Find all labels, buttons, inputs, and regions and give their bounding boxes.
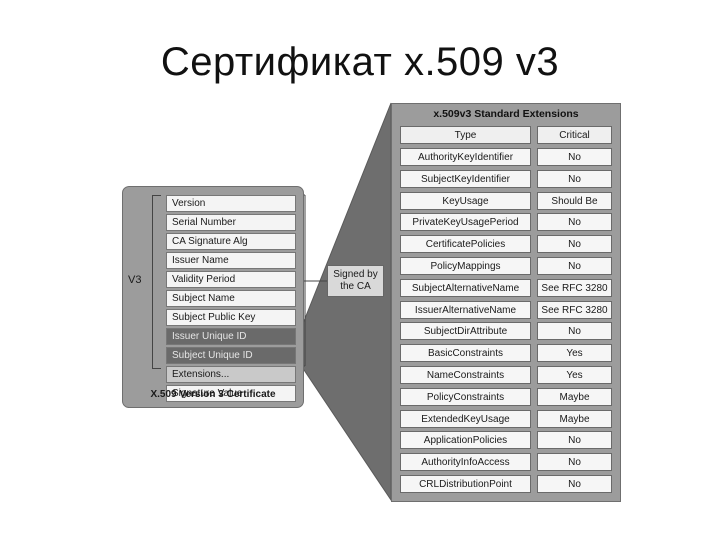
extension-critical: Maybe [537,387,612,406]
extension-critical: No [537,148,612,166]
certificate-fields: Version Serial Number CA Signature Alg I… [166,195,296,404]
cert-field-version: Version [166,195,296,212]
certificate-panel: Version Serial Number CA Signature Alg I… [122,186,304,408]
extension-row: AuthorityKeyIdentifier No [400,148,614,166]
slide-title: Сертификат x.509 v3 [160,40,560,84]
cert-field-serial-number: Serial Number [166,214,296,231]
v3-bracket [152,195,161,369]
extension-row: PolicyConstraints Maybe [400,387,614,406]
extension-type: AuthorityInfoAccess [400,453,531,472]
extension-row: ExtendedKeyUsage Maybe [400,409,614,428]
extension-row: IssuerAlternativeName See RFC 3280 [400,300,614,319]
extension-type: SubjectKeyIdentifier [400,169,531,188]
extension-type: SubjectDirAttribute [400,322,531,341]
extension-critical: See RFC 3280 [537,300,612,319]
extension-type: ApplicationPolicies [400,431,531,450]
extensions-panel: x.509v3 Standard Extensions Type Critica… [391,103,621,502]
extension-critical: No [537,322,612,341]
cert-field-issuer-unique-id: Issuer Unique ID [166,328,296,345]
extension-row: KeyUsage Should Be [400,191,614,210]
extension-type: PolicyMappings [400,257,531,275]
extension-critical: No [537,453,612,472]
extension-critical: See RFC 3280 [537,278,612,297]
signed-by-ca-box: Signed by the CA [327,265,384,297]
extension-type: ExtendedKeyUsage [400,409,531,428]
extensions-header: Type Critical [400,126,614,144]
cert-field-validity-period: Validity Period [166,271,296,288]
header-critical: Critical [537,126,612,144]
cert-field-subject-public-key: Subject Public Key [166,309,296,326]
extension-row: NameConstraints Yes [400,366,614,384]
extension-critical: No [537,257,612,275]
extension-critical: Should Be [537,191,612,210]
header-type: Type [400,126,531,144]
v3-label: V3 [128,274,142,286]
cert-field-signature-value: Signature Value [166,385,296,402]
extension-row: BasicConstraints Yes [400,344,614,363]
extension-type: CRLDistributionPoint [400,475,531,493]
certificate-caption: X.509 Version 3 Certificate [150,389,276,400]
extension-type: PrivateKeyUsagePeriod [400,213,531,232]
extension-row: SubjectDirAttribute No [400,322,614,341]
extension-row: SubjectAlternativeName See RFC 3280 [400,278,614,297]
extension-critical: No [537,169,612,188]
extension-type: BasicConstraints [400,344,531,363]
extension-row: PrivateKeyUsagePeriod No [400,213,614,232]
extension-type: IssuerAlternativeName [400,300,531,319]
cert-field-subject-name: Subject Name [166,290,296,307]
extension-critical: Maybe [537,409,612,428]
extension-type: AuthorityKeyIdentifier [400,148,531,166]
cert-field-ca-signature-alg: CA Signature Alg [166,233,296,250]
extension-critical: No [537,235,612,254]
cert-field-extensions: Extensions... [166,366,296,383]
cert-field-issuer-name: Issuer Name [166,252,296,269]
extension-row: PolicyMappings No [400,257,614,275]
extension-row: CertificatePolicies No [400,235,614,254]
extension-critical: Yes [537,366,612,384]
extension-critical: Yes [537,344,612,363]
extension-type: CertificatePolicies [400,235,531,254]
extension-row: AuthorityInfoAccess No [400,453,614,472]
extension-type: NameConstraints [400,366,531,384]
extension-row: SubjectKeyIdentifier No [400,169,614,188]
extensions-title: x.509v3 Standard Extensions [433,108,579,120]
extension-row: CRLDistributionPoint No [400,475,614,493]
extension-critical: No [537,475,612,493]
extension-type: SubjectAlternativeName [400,278,531,297]
extension-critical: No [537,213,612,232]
extension-type: PolicyConstraints [400,387,531,406]
extension-type: KeyUsage [400,191,531,210]
extension-row: ApplicationPolicies No [400,431,614,450]
extension-critical: No [537,431,612,450]
cert-field-subject-unique-id: Subject Unique ID [166,347,296,364]
